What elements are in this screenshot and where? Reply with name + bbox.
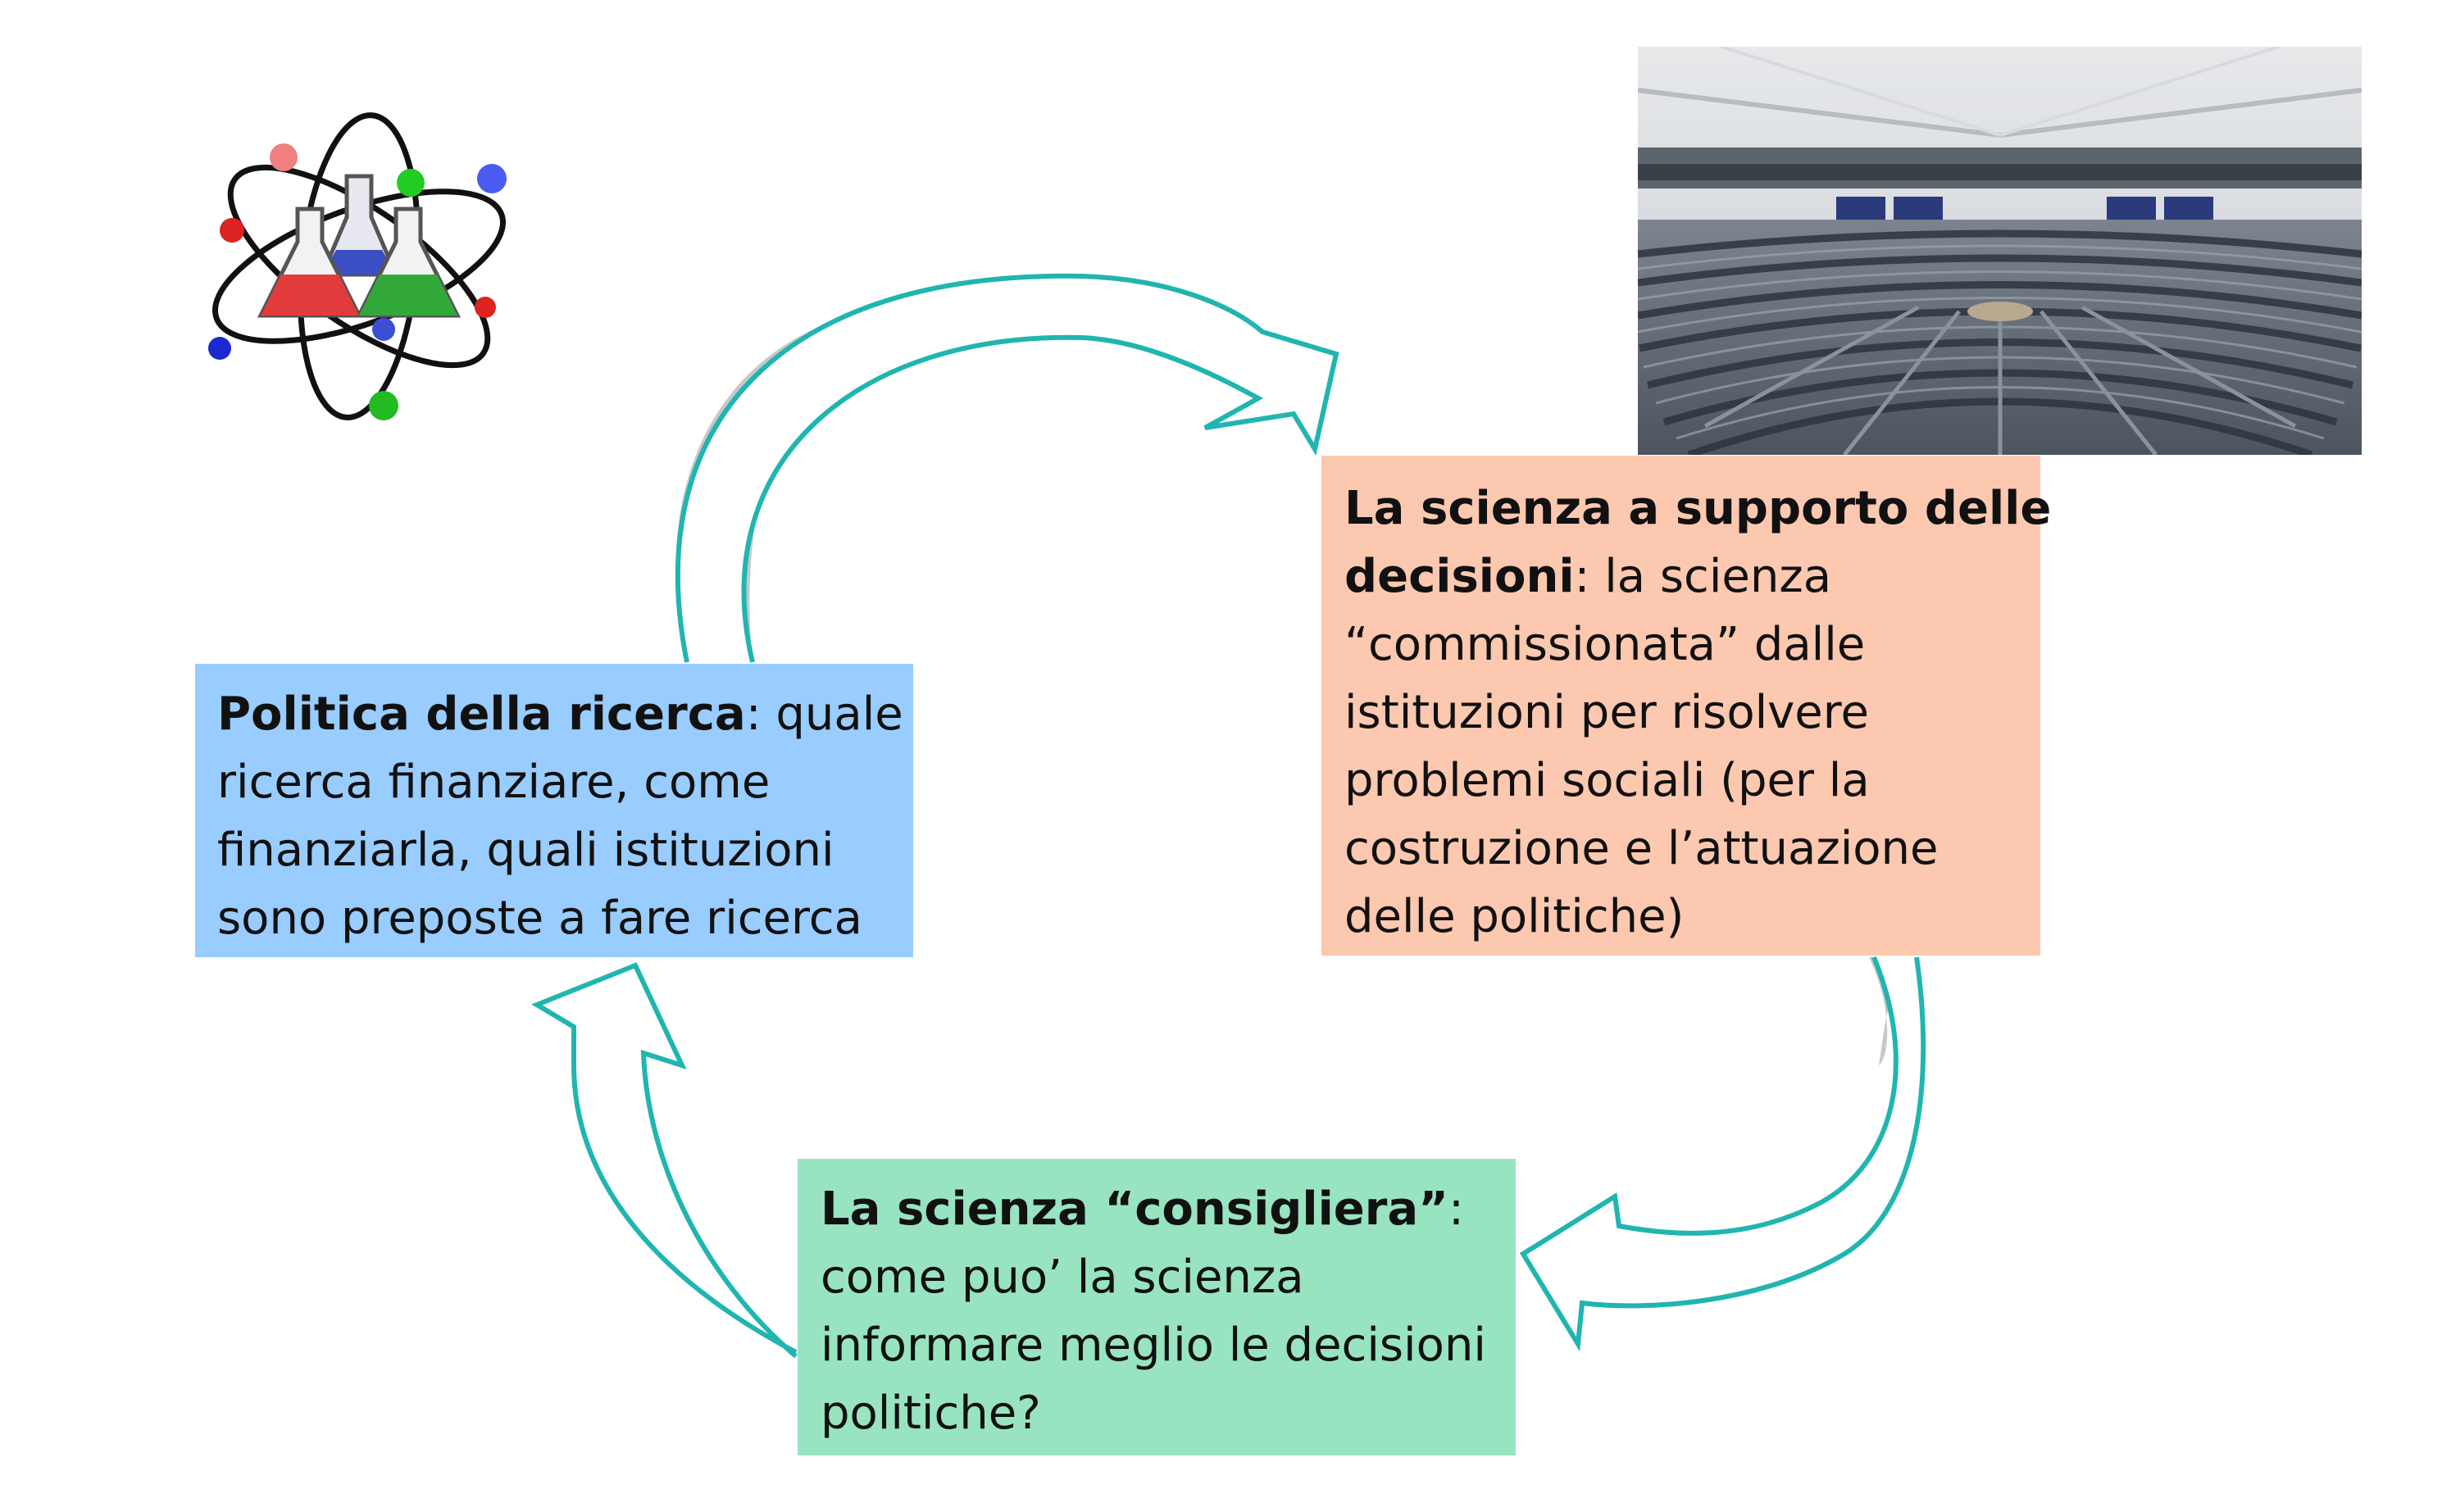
politica-line3: finanziarla, quali istituzioni	[217, 824, 834, 877]
consigliera-line4: politiche?	[821, 1387, 1041, 1440]
consigliera-line1-rest: :	[1448, 1183, 1464, 1236]
supporto-line6: costruzione e l’attuazione	[1344, 822, 1939, 875]
box-scienza-supporto-decisioni: La scienza a supporto delle decisioni: l…	[1321, 456, 2051, 956]
arrow-consigliera-to-politica	[531, 962, 798, 1359]
supporto-line4: istituzioni per risolvere	[1344, 686, 1870, 739]
politica-line1-rest: : quale	[745, 688, 903, 741]
supporto-title-line2: decisioni	[1344, 550, 1575, 603]
consigliera-line2: come puo’ la scienza	[821, 1251, 1304, 1304]
box-politica-della-ricerca: Politica della ricerca: quale ricerca fi…	[195, 664, 913, 957]
politica-title: Politica della ricerca	[217, 688, 746, 741]
consigliera-line3: informare meglio le decisioni	[821, 1319, 1486, 1372]
supporto-line5: problemi sociali (per la	[1344, 754, 1870, 807]
supporto-line3: “commissionata” dalle	[1344, 618, 1866, 671]
consigliera-title: La scienza “consigliera”	[821, 1183, 1448, 1236]
politica-line4: sono preposte a fare ricerca	[217, 892, 862, 945]
box-scienza-consigliera: La scienza “consigliera”: come puo’ la s…	[798, 1159, 1516, 1455]
supporto-line2-rest: : la scienza	[1574, 550, 1832, 603]
arrow-supporto-to-consigliera	[1519, 956, 1926, 1352]
politica-line2: ricerca finanziare, come	[217, 756, 771, 809]
supporto-title-line1: La scienza a supporto delle	[1344, 482, 2052, 535]
arrow-politica-to-supporto	[675, 273, 1339, 663]
supporto-line7: delle politiche)	[1344, 890, 1685, 943]
